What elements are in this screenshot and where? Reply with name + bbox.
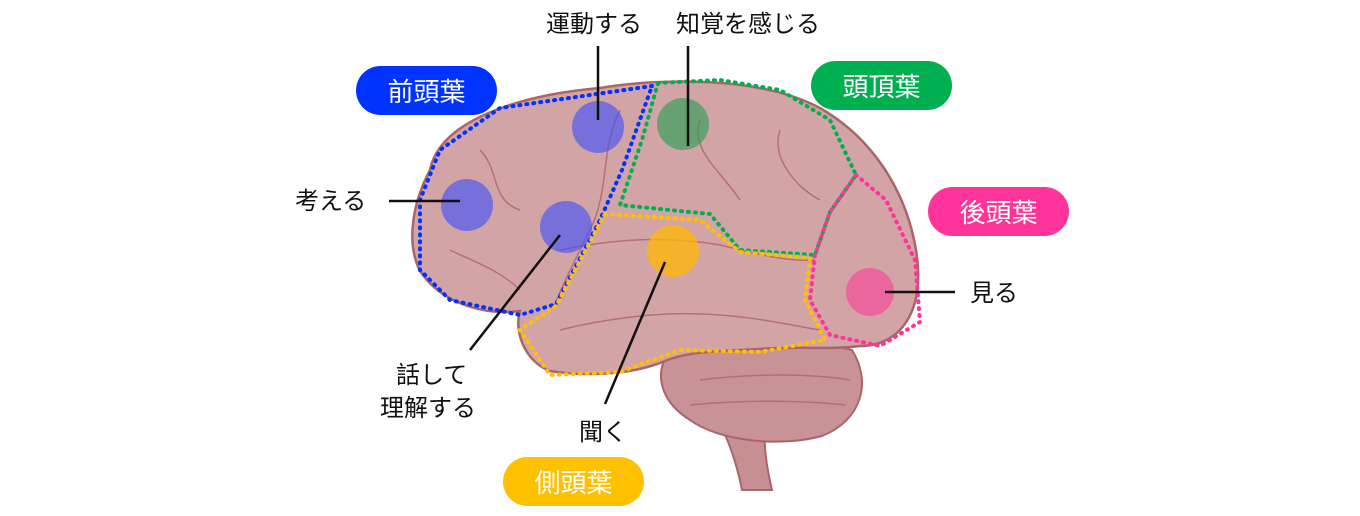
frontal-lobe-badge: 前頭葉: [356, 66, 497, 115]
parietal-lobe-badge: 頭頂葉: [811, 61, 952, 110]
function-spots: [441, 98, 894, 316]
occipital-lobe-badge: 後頭葉: [928, 187, 1069, 236]
label-hear: 聞く: [579, 418, 627, 446]
leader-hear: [603, 261, 667, 405]
brain-folds: [449, 109, 851, 406]
temporal-lobe-outline: [517, 211, 828, 378]
label-speak-line1: 話して: [396, 361, 468, 389]
label-perceive: 知覚を感じる: [676, 10, 820, 38]
temporal-lobe-badge: 側頭葉: [503, 457, 644, 506]
label-move: 運動する: [546, 10, 642, 38]
vision-spot: [846, 268, 894, 316]
leader-speak: [469, 234, 561, 351]
think-spot: [441, 179, 493, 231]
lobe-outlines: [418, 77, 923, 378]
label-speak-line2: 理解する: [380, 394, 476, 422]
parietal-lobe-outline: [617, 77, 859, 258]
label-see: 見る: [970, 279, 1018, 307]
occipital-lobe-outline: [807, 172, 923, 349]
frontal-lobe-outline: [418, 83, 656, 318]
cerebellum: [660, 342, 863, 443]
label-think: 考える: [295, 187, 367, 215]
perception-spot: [657, 98, 709, 150]
hearing-spot: [647, 225, 699, 277]
motor-spot: [572, 101, 624, 153]
leader-lines: [389, 46, 955, 405]
speech-spot: [540, 201, 592, 253]
